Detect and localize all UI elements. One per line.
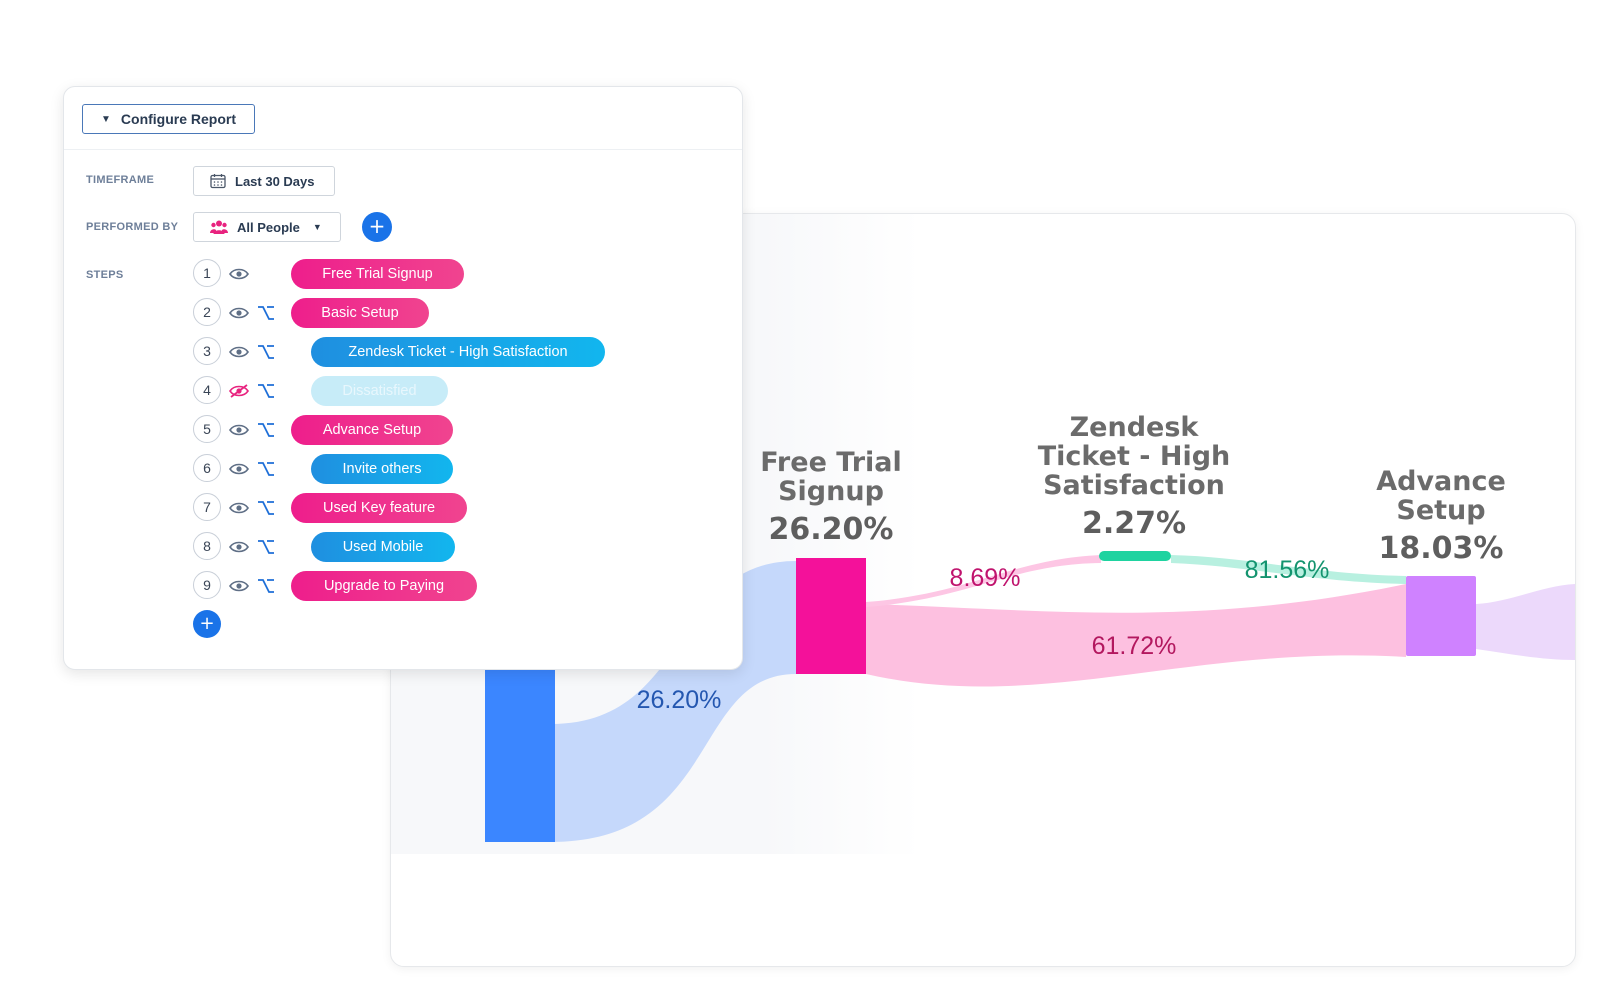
people-icon [210,220,228,234]
branch-icon[interactable] [257,578,275,594]
flow-label-start-free-trial: 26.20% [637,686,722,714]
add-step-button[interactable]: + [193,610,221,638]
branch-icon[interactable] [257,461,275,477]
eye-icon[interactable] [229,501,249,515]
panel-divider [64,149,742,150]
node-free-trial-title-2: Signup [778,476,884,507]
flow-zendesk-to-advance [1171,555,1406,584]
eye-icon[interactable] [229,306,249,320]
configure-report-button[interactable]: ▼ Configure Report [82,104,255,134]
timeframe-select[interactable]: Last 30 Days [193,166,335,196]
performed-by-value: All People [237,219,300,235]
configure-report-label: Configure Report [120,111,237,127]
timeframe-label: TIMEFRAME [86,174,155,186]
flow-free-trial-to-advance [866,584,1406,687]
step-number: 7 [193,493,221,521]
step-number: 6 [193,454,221,482]
eye-icon[interactable] [229,345,249,359]
step-number: 5 [193,415,221,443]
node-zendesk-title-1: Zendesk [1070,412,1200,443]
step-pill[interactable]: Basic Setup [291,298,429,328]
eye-hidden-icon[interactable] [229,384,249,398]
step-number: 4 [193,376,221,404]
add-filter-button[interactable]: + [362,212,392,242]
step-pill[interactable]: Used Key feature [291,493,467,523]
node-free-trial-title-1: Free Trial [760,447,902,478]
configure-report-panel: ▼ Configure Report TIMEFRAME Last 30 Day… [63,86,743,670]
flow-label-free-trial-zendesk: 8.69% [950,564,1021,592]
node-advance-title-1: Advance [1376,466,1506,497]
eye-icon[interactable] [229,462,249,476]
step-number: 1 [193,259,221,287]
performed-by-select[interactable]: All People ▼ [193,212,341,242]
branch-icon[interactable] [257,422,275,438]
step-number: 2 [193,298,221,326]
step-pill[interactable]: Upgrade to Paying [291,571,477,601]
branch-icon[interactable] [257,383,275,399]
step-number: 9 [193,571,221,599]
steps-label: STEPS [86,269,124,281]
eye-icon[interactable] [229,423,249,437]
node-zendesk-title-2: Ticket - High [1038,441,1231,472]
node-advance-percent: 18.03% [1379,531,1504,566]
flow-free-trial-to-zendesk [866,555,1101,607]
step-pill[interactable]: Advance Setup [291,415,453,445]
flow-label-free-trial-advance: 61.72% [1092,632,1177,660]
step-pill[interactable]: Zendesk Ticket - High Satisfaction [311,337,605,367]
step-number: 8 [193,532,221,560]
branch-icon[interactable] [257,539,275,555]
node-zendesk-percent: 2.27% [1082,506,1186,541]
branch-icon[interactable] [257,344,275,360]
branch-icon[interactable] [257,500,275,516]
node-free-trial-percent: 26.20% [769,512,894,547]
node-zendesk-title-3: Satisfaction [1043,470,1225,501]
node-advance-bar [1406,576,1476,656]
node-free-trial-bar [796,558,866,674]
caret-down-icon: ▼ [101,113,111,125]
timeframe-value: Last 30 Days [235,173,315,189]
calendar-icon [210,174,226,189]
flow-label-zendesk-advance: 81.56% [1245,556,1330,584]
node-zendesk-bar [1099,551,1171,561]
performed-by-label: PERFORMED BY [86,221,179,233]
step-pill[interactable]: Invite others [311,454,453,484]
eye-icon[interactable] [229,540,249,554]
eye-icon[interactable] [229,579,249,593]
branch-icon[interactable] [257,305,275,321]
step-pill[interactable]: Used Mobile [311,532,455,562]
flow-advance-to-next [1476,584,1575,660]
eye-icon[interactable] [229,267,249,281]
caret-down-icon: ▼ [312,222,322,232]
step-pill[interactable]: Dissatisfied [311,376,448,406]
step-number: 3 [193,337,221,365]
node-advance-title-2: Setup [1396,495,1485,526]
step-pill[interactable]: Free Trial Signup [291,259,464,289]
